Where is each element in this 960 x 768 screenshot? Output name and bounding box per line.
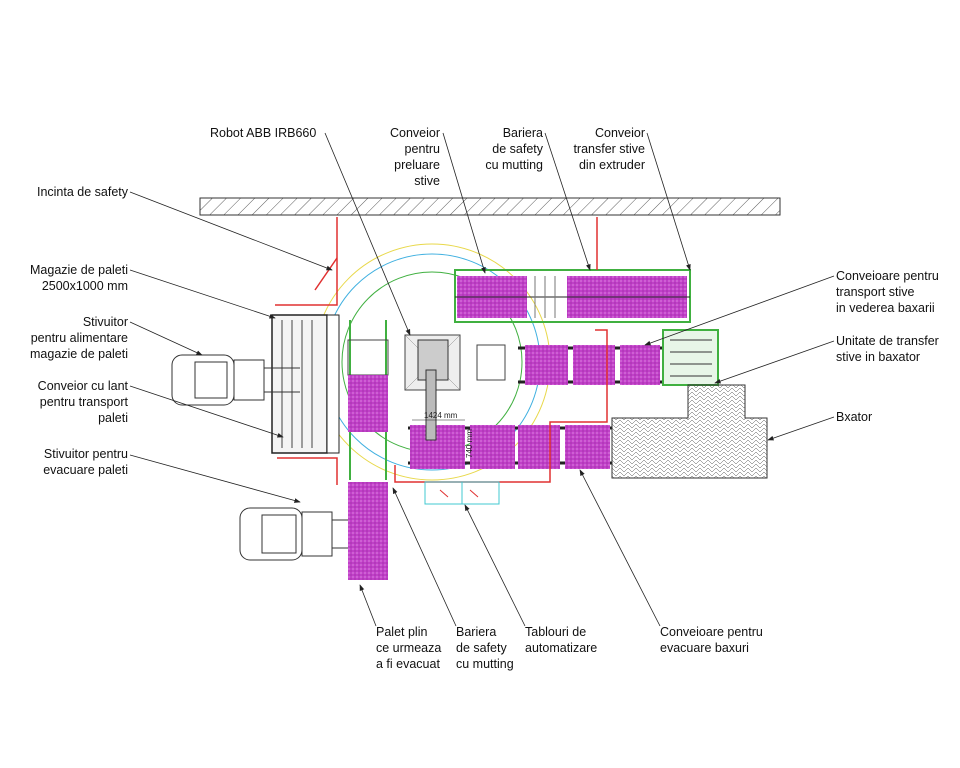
- bottom-conveyors: [408, 425, 612, 469]
- leader-line: [324, 132, 411, 336]
- leader-line: [714, 340, 835, 384]
- label-palet-plin: Palet plin ce urmeaza a fi evacuat: [359, 584, 441, 671]
- upper-conveyor: [454, 269, 691, 323]
- leader-line: [359, 584, 377, 627]
- label-stivuitor-evacuare: Stivuitor pentru evacuare paleti: [43, 447, 301, 503]
- leader-line: [129, 269, 276, 319]
- label-line: cu mutting: [485, 158, 543, 172]
- label-line: Incinta de safety: [37, 185, 129, 199]
- label-line: ce urmeaza: [376, 641, 441, 655]
- label-line: automatizare: [525, 641, 597, 655]
- automation-cabinets: [424, 481, 500, 505]
- label-baxator: Bxator: [767, 410, 872, 441]
- leader-line: [767, 416, 835, 441]
- label-line: preluare: [394, 158, 440, 172]
- leader-line: [129, 321, 203, 356]
- baxator: [611, 384, 768, 479]
- label-line: pentru transport: [40, 395, 129, 409]
- label-line: Tablouri de: [525, 625, 586, 639]
- label-line: Conveior: [595, 126, 645, 140]
- leader-line: [544, 132, 591, 271]
- label-bariera-top: Bariera de safety cu mutting: [485, 126, 591, 271]
- label-line: Stivuitor pentru: [44, 447, 128, 461]
- leader-line: [464, 504, 526, 627]
- dimension-length: 1424 mm: [424, 411, 458, 420]
- label-conveior-preluare: Conveior pentru preluare stive: [390, 126, 486, 274]
- label-line: a fi evacuat: [376, 657, 440, 671]
- label-line: Conveioare pentru: [836, 269, 939, 283]
- label-line: paleti: [98, 411, 128, 425]
- label-line: transport stive: [836, 285, 915, 299]
- label-line: Palet plin: [376, 625, 427, 639]
- label-robot: Robot ABB IRB660: [210, 126, 411, 336]
- pallet-magazine: [271, 314, 340, 454]
- label-conveior-extruder: Conveior transfer stive din extruder: [573, 126, 691, 271]
- label-line: Bariera: [456, 625, 496, 639]
- label-conveioare-transport: Conveioare pentru transport stive in veder…: [644, 269, 939, 346]
- wall: [199, 197, 781, 216]
- label-tablouri: Tablouri de automatizare: [464, 504, 597, 655]
- middle-conveyors: [518, 329, 719, 386]
- label-line: magazie de paleti: [30, 347, 128, 361]
- label-conveior-lant: Conveior cu lant pentru transport paleti: [38, 379, 284, 438]
- forklift-evacuation: [239, 507, 348, 561]
- dimension-marks: 1424 mm 740 mm: [412, 411, 474, 458]
- label-line: Unitate de transfer: [836, 334, 939, 348]
- label-line: Stivuitor: [83, 315, 128, 329]
- label-magazie: Magazie de paleti 2500x1000 mm: [30, 263, 276, 319]
- label-incinta: Incinta de safety: [37, 185, 333, 271]
- label-stivuitor-alimentare: Stivuitor pentru alimentare magazie de pal…: [30, 315, 203, 361]
- leader-line: [129, 385, 284, 438]
- leader-line: [129, 454, 301, 503]
- label-line: Magazie de paleti: [30, 263, 128, 277]
- label-line: Conveior: [390, 126, 440, 140]
- label-conveioare-evacuare: Conveioare pentru evacuare baxuri: [579, 469, 763, 655]
- callout-labels: Robot ABB IRB660 Conveior pentru preluare st…: [30, 126, 939, 671]
- leader-line: [644, 275, 835, 346]
- label-line: 2500x1000 mm: [42, 279, 128, 293]
- label-line: Bariera: [503, 126, 543, 140]
- label-line: din extruder: [579, 158, 645, 172]
- safety-fence: [275, 217, 608, 485]
- label-line: de safety: [492, 142, 543, 156]
- label-line: de safety: [456, 641, 507, 655]
- leader-line: [646, 132, 691, 271]
- pallet-conveyor-vertical: [347, 320, 389, 580]
- transfer-unit: [662, 329, 719, 386]
- forklift-feed: [171, 354, 300, 406]
- label-line: Robot ABB IRB660: [210, 126, 316, 140]
- label-line: in vederea baxarii: [836, 301, 935, 315]
- label-line: stive: [414, 174, 440, 188]
- label-line: pentru alimentare: [31, 331, 128, 345]
- leader-line: [442, 132, 486, 274]
- leader-line: [129, 191, 333, 271]
- label-line: evacuare paleti: [43, 463, 128, 477]
- label-line: transfer stive: [573, 142, 645, 156]
- leader-line: [579, 469, 661, 627]
- leader-line: [392, 487, 457, 627]
- robot: [404, 334, 506, 441]
- label-line: Conveioare pentru: [660, 625, 763, 639]
- label-unitate-transfer: Unitate de transfer stive in baxator: [714, 334, 939, 384]
- label-line: pentru: [405, 142, 440, 156]
- dimension-width: 740 mm: [465, 429, 474, 458]
- label-line: Conveior cu lant: [38, 379, 129, 393]
- label-line: evacuare baxuri: [660, 641, 749, 655]
- label-line: Bxator: [836, 410, 872, 424]
- label-line: cu mutting: [456, 657, 514, 671]
- label-line: stive in baxator: [836, 350, 920, 364]
- label-bariera-bottom: Bariera de safety cu mutting: [392, 487, 514, 671]
